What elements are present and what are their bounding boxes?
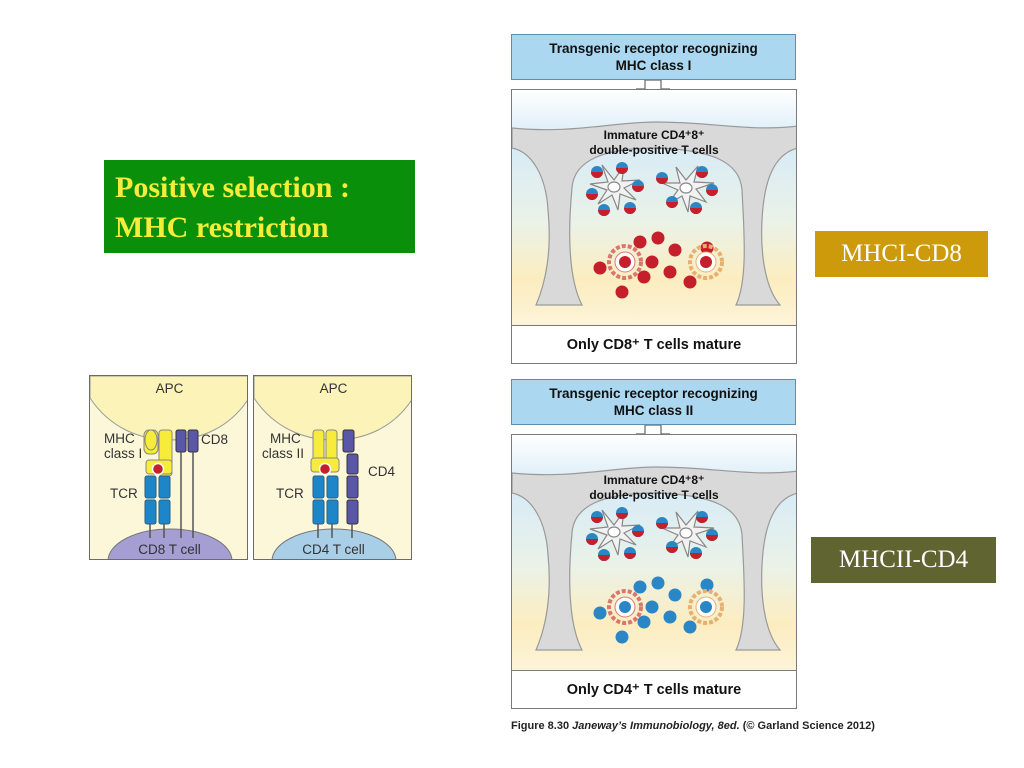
immature-label: Immature CD4⁺8⁺ double-positive T cells <box>512 128 796 158</box>
immature-label: Immature CD4⁺8⁺ double-positive T cells <box>512 473 796 503</box>
coreceptor-label: CD4 <box>368 464 396 479</box>
cd8-tcell-diagram: APC MHC class I CD8 TCR CD8 T cell <box>89 375 248 560</box>
thymus-illustration <box>512 90 796 327</box>
panel-footer: Only CD8⁺ T cells mature <box>512 325 796 363</box>
mhc-class-ii-binding-illustration <box>254 376 411 559</box>
mature-cd4-t-cells <box>593 576 714 644</box>
mhc-label-line-2: class I <box>104 446 143 461</box>
mhc-label: MHC class I <box>104 431 142 461</box>
selecting-epithelial-cell <box>688 589 724 625</box>
panel-title-mhc-class-i: Transgenic receptor recognizing MHC clas… <box>511 34 796 80</box>
mhc-class-i-binding-illustration <box>90 376 247 559</box>
figure-caption: Figure 8.30 Janeway’s Immunobiology, 8ed… <box>511 720 875 732</box>
tcr-label: TCR <box>110 486 138 501</box>
thymus-illustration <box>512 435 796 672</box>
mhc-label-line-2: class II <box>262 446 305 461</box>
tcell-label: CD4 T cell <box>302 542 365 557</box>
mhc-label: MHC class II <box>262 431 304 461</box>
immature-label-line-2: double-positive T cells <box>589 143 719 157</box>
panel-title-line-2: MHC class I <box>615 58 692 73</box>
mhci-cd8-tag: MHCI-CD8 <box>815 231 988 277</box>
slide-title: Positive selection : MHC restriction <box>104 160 415 253</box>
caption-credit: (© Garland Science 2012) <box>742 720 875 732</box>
caption-figure-number: Figure 8.30 <box>511 720 570 732</box>
mhc-label-line-1: MHC <box>270 431 301 446</box>
double-positive-thymocytes <box>586 507 718 561</box>
panel-title-mhc-class-ii: Transgenic receptor recognizing MHC clas… <box>511 379 796 425</box>
immature-label-line-1: Immature CD4⁺8⁺ <box>603 128 705 142</box>
mhc-label-line-1: MHC <box>104 431 135 446</box>
thymus-panel-mhc-class-ii: Immature CD4⁺8⁺ double-positive T cells … <box>511 434 797 709</box>
epithelial-network <box>512 121 796 306</box>
slide-title-line-2: MHC restriction <box>115 211 329 244</box>
apc-label: APC <box>319 381 348 396</box>
selecting-epithelial-cell <box>607 589 643 625</box>
tcell-label: CD8 T cell <box>138 542 201 557</box>
cd4-tcell-diagram: APC MHC class II CD4 TCR CD4 T cell <box>253 375 412 560</box>
mature-cd8-t-cells <box>593 231 714 299</box>
selecting-epithelial-cell <box>607 244 643 280</box>
panel-title-line-1: Transgenic receptor recognizing <box>549 41 758 56</box>
immature-label-line-2: double-positive T cells <box>589 488 719 502</box>
immature-label-line-1: Immature CD4⁺8⁺ <box>603 473 705 487</box>
caption-book: Janeway’s Immunobiology, 8ed. <box>572 720 740 732</box>
epithelial-network <box>512 466 796 651</box>
panel-title-line-2: MHC class II <box>613 403 694 418</box>
coreceptor-label: CD8 <box>201 432 229 447</box>
mhcii-cd4-tag: MHCII-CD4 <box>811 537 996 583</box>
tcr-label: TCR <box>276 486 304 501</box>
apc-label: APC <box>155 381 184 396</box>
thymus-panel-mhc-class-i: Immature CD4⁺8⁺ double-positive T cells … <box>511 89 797 364</box>
selecting-epithelial-cell <box>688 244 724 280</box>
double-positive-thymocytes <box>586 162 718 216</box>
slide-title-line-1: Positive selection : <box>115 171 350 204</box>
panel-footer: Only CD4⁺ T cells mature <box>512 670 796 708</box>
panel-title-line-1: Transgenic receptor recognizing <box>549 386 758 401</box>
